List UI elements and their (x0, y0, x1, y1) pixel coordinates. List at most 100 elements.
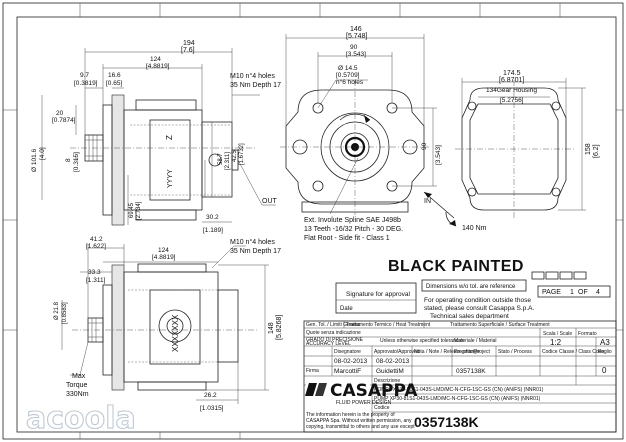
tb-material: Materiale / Material (454, 338, 497, 344)
dim-21-8-in: [0.8583] (62, 302, 68, 324)
dim-8-in: [0.315] (73, 152, 80, 172)
dim-69-5-in: [2.734] (136, 201, 142, 220)
notes-area: BLACK PAINTED Dimensions w/o tol. are re… (335, 258, 611, 320)
dir-out: OUT (262, 198, 278, 205)
dim-16-6-in: [0.65] (106, 80, 122, 87)
holes-note-b2: 35 Nm Depth 17 (230, 248, 281, 255)
holes-note-b1: M10 n°4 holes (230, 238, 275, 246)
tb-code-mid: 0357138K (456, 368, 486, 375)
tb-legal-3: copying, transmittal to others and any u… (306, 424, 415, 430)
dim-42-5-in: [1.6732] (239, 143, 245, 165)
tb-row-tol-4: Unless otherwise specified tolerances (380, 338, 464, 344)
dim-41-2: 41.2 (90, 236, 103, 243)
consult-3: Technical sales department (430, 313, 509, 320)
gear-housing-in: [5.2756] (500, 97, 524, 104)
dim-140nm: 140 Nm (462, 225, 487, 232)
dim-158-in: [6.2] (593, 144, 600, 158)
consult-1: For operating condition outside those (424, 297, 531, 304)
dim-20: 20 (56, 110, 64, 117)
tb-sig-1: MarcottiF (334, 368, 361, 375)
holes-note-2: 35 Nm Depth 17 (230, 82, 281, 89)
label-yyyy: YYYY (167, 169, 174, 188)
dim-20-in: [0.7874] (52, 117, 76, 124)
date-label: Date (340, 306, 353, 312)
gear-housing: 134Gear Housing (486, 87, 537, 94)
tb-row-tol-2: GRADO DI PRECISIONE (306, 337, 364, 343)
dim-26-2: 26.2 (204, 392, 217, 399)
dim-8: 8 (65, 158, 72, 162)
dim-90v: 90 (421, 142, 428, 150)
dim-9-7-in: [0.3819] (74, 80, 98, 87)
dims-note: Dimensions w/o tol. are reference (426, 284, 516, 290)
dim-146-in: [5.748] (346, 33, 367, 40)
tb-hdr-3: Trattamento Superficiale / Surface Treat… (450, 322, 550, 328)
tb-desc-1: POMPA XP30-81S1-043S-LMD/MC-N-CFG-1SC-GS… (374, 387, 544, 393)
tb-hdr-2: Trattamento Termico / Heat Treatment (346, 322, 431, 328)
dim-174-5-in: [6.8701] (499, 77, 524, 84)
max-torque-3: 330Nm (66, 391, 89, 398)
spline-note-1: Ext. Involute Spline SAE J498b (304, 217, 401, 224)
tb-row-tol-3: ACCURACY LEVEL (306, 341, 351, 347)
page-label: PAGE (542, 289, 561, 296)
tb-rev: 0 (602, 366, 607, 375)
dim-124-b: 124 (158, 247, 169, 254)
tb-designer-lbl: Disegnatore (334, 349, 361, 355)
tb-class-lbl: Codice Classe / Class Code (542, 349, 604, 355)
dim-26-2-in: [1.0315] (200, 405, 224, 412)
tb-scale: 1:2 (550, 338, 562, 347)
tb-code: 0357138K (414, 414, 479, 430)
dim-14-5: Ø 14.5 (338, 65, 358, 72)
dim-90-in: [3.543] (346, 51, 366, 58)
bottom-view: 41.2 [1.622] 124 [4.8819] 33.3 [1.311] Ø… (54, 236, 283, 412)
tb-scale-label: Scala / Scale (543, 331, 572, 337)
tb-hdr-1: Gen. Tol. / Limiti Genera (306, 322, 360, 328)
dim-158: 158 (585, 143, 592, 155)
dim-33-3: 33.3 (88, 269, 101, 276)
dim-16-6: 16.6 (108, 72, 121, 79)
spline-note-3: Flat Root - Side fit - Class 1 (304, 235, 390, 242)
dim-148-in: [5.8268] (276, 315, 283, 340)
dim-9-7: 9.7 (80, 72, 89, 79)
logo-sub: FLUID POWER DESIGN (336, 400, 392, 406)
dim-124: 124 (150, 56, 161, 63)
approval-label: Signature for approval (346, 291, 411, 298)
tb-approved-lbl: Approvato/Approved (374, 349, 420, 355)
tb-desc-lbl: Descrizione (374, 378, 400, 384)
tb-sheet-lbl: Foglio (598, 349, 612, 355)
dim-21-8: Ø 21.8 (54, 301, 60, 320)
dim-124-b-in: [4.8819] (152, 254, 176, 261)
dim-42-5: 42.5 (232, 150, 238, 162)
right-view: 174.5 [6.8701] 134Gear Housing [5.2756] … (455, 70, 600, 218)
watermark: acoola (26, 401, 136, 436)
dim-101: Ø 101.6 (31, 148, 38, 172)
page-num: 1 (570, 289, 574, 296)
dim-30-2-in: [1.189] (203, 227, 223, 234)
tb-notes-lbl: Nota / Note / Release change (414, 349, 480, 355)
dim-194-in: [7.6] (181, 47, 195, 54)
dim-69-5: 69.45 (129, 202, 135, 218)
tb-legal-1: The information herein is the property o… (306, 412, 395, 418)
max-torque-1: Max (72, 373, 86, 380)
page-total: 4 (596, 289, 600, 296)
dim-30-2: 30.2 (206, 214, 219, 221)
tb-code-lbl: Codice (374, 405, 390, 411)
dim-194: 194 (183, 40, 195, 47)
dim-90v-in: [3.543] (435, 145, 442, 165)
title-block: Gen. Tol. / Limiti Genera Trattamento Te… (303, 320, 617, 433)
tb-format-label: Formato (578, 331, 597, 337)
tb-state-lbl: Stato / Process (498, 349, 532, 355)
dim-33-3-in: [1.311] (86, 277, 106, 284)
holes-6: n°6 holes (336, 78, 364, 86)
dim-101-in: [4.0] (39, 147, 46, 160)
dir-in: IN (424, 198, 431, 205)
tb-date-1: 08-02-2013 (334, 358, 368, 365)
black-painted: BLACK PAINTED (388, 258, 524, 275)
dim-58-7-in: [2.311] (225, 152, 231, 170)
front-view: 146 [5.748] 90 [3.543] Ø 14.5 [0.5709] n… (280, 26, 487, 242)
of-label: OF (578, 289, 588, 296)
consult-2: stated, please consult Casappa S.p.A. (424, 305, 534, 312)
zone-ticks (3, 3, 623, 439)
logo-text: CASAPPA (330, 381, 418, 401)
